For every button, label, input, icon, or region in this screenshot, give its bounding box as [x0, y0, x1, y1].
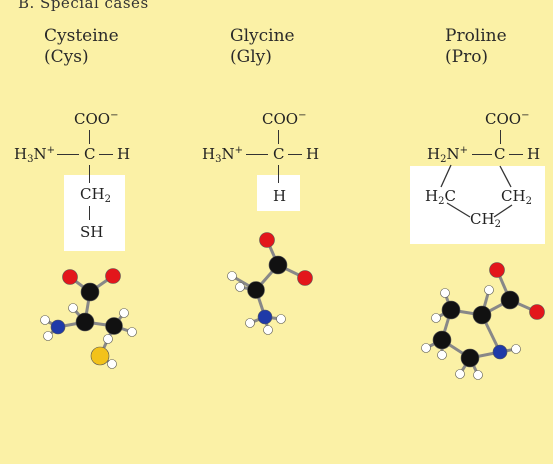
- proline-bond-amine: [472, 154, 492, 156]
- proline-atoms: [421, 262, 545, 380]
- hydrogen-atom: [40, 315, 50, 325]
- cysteine-carboxyl: COO−: [74, 110, 119, 128]
- glycine-name: Glycine: [230, 26, 295, 46]
- cysteine-bond-carboxyl: [89, 130, 91, 144]
- section-header: B. Special cases: [18, 0, 149, 12]
- cysteine-sh: SH: [80, 223, 104, 241]
- proline-name: Proline: [445, 26, 507, 46]
- proline-alpha-h: H: [527, 145, 541, 163]
- hydrogen-atom: [276, 314, 286, 324]
- hydrogen-atom: [263, 325, 273, 335]
- cysteine-alpha-h: H: [117, 145, 131, 163]
- carbon-atom: [247, 281, 265, 299]
- hydrogen-atom: [235, 282, 245, 292]
- cysteine-title: Cysteine (Cys): [44, 26, 119, 68]
- glycine-bond-side: [278, 165, 280, 183]
- carbon-atom: [441, 300, 461, 320]
- carbon-atom: [472, 305, 492, 325]
- proline-title: Proline (Pro): [445, 26, 507, 68]
- proline-ring-ch2-bottom: CH2: [470, 210, 501, 230]
- hydrogen-atom: [431, 313, 441, 323]
- proline-ring-box: [410, 166, 545, 244]
- cysteine-bond-amine: [57, 154, 79, 156]
- glycine-title: Glycine (Gly): [230, 26, 295, 68]
- oxygen-atom: [489, 262, 505, 278]
- oxygen-atom: [105, 268, 121, 284]
- hydrogen-atom: [421, 343, 431, 353]
- hydrogen-atom: [227, 271, 237, 281]
- carbon-atom: [105, 317, 123, 335]
- proline-alpha-c: C: [494, 145, 506, 163]
- glycine-atoms: [227, 232, 313, 335]
- cysteine-bond-sh: [89, 206, 91, 220]
- hydrogen-atom: [437, 350, 447, 360]
- hydrogen-atom: [484, 285, 494, 295]
- oxygen-atom: [62, 269, 78, 285]
- nitrogen-atom: [50, 319, 66, 335]
- glycine-carboxyl: COO−: [262, 110, 307, 128]
- cysteine-ch2: CH2: [80, 185, 111, 205]
- oxygen-atom: [259, 232, 275, 248]
- glycine-alpha-h: H: [306, 145, 320, 163]
- hydrogen-atom: [511, 344, 521, 354]
- cysteine-abbr: (Cys): [44, 47, 89, 67]
- hydrogen-atom: [127, 327, 137, 337]
- hydrogen-atom: [440, 288, 450, 298]
- hydrogen-atom: [473, 370, 483, 380]
- proline-abbr: (Pro): [445, 47, 489, 67]
- glycine-side-h: H: [273, 187, 287, 205]
- cysteine-name: Cysteine: [44, 26, 119, 46]
- hydrogen-atom: [455, 369, 465, 379]
- cysteine-bond-h: [99, 154, 113, 156]
- hydrogen-atom: [103, 334, 113, 344]
- hydrogen-atom: [245, 318, 255, 328]
- glycine-alpha-c: C: [273, 145, 285, 163]
- glycine-bond-amine: [246, 154, 268, 156]
- proline-amine: H2N+: [427, 145, 468, 165]
- hydrogen-atom: [107, 359, 117, 369]
- hydrogen-atom: [119, 308, 129, 318]
- sulfur-atom: [90, 346, 110, 366]
- proline-ring-ch2-right: CH2: [501, 187, 532, 207]
- hydrogen-atom: [68, 303, 78, 313]
- proline-bond-carboxyl: [500, 130, 502, 144]
- cysteine-atoms: [40, 268, 137, 369]
- proline-ring-h2c: H2C: [425, 187, 456, 207]
- cysteine-amine: H3N+: [14, 145, 55, 165]
- proline-bond-h: [509, 154, 523, 156]
- cysteine-alpha-c: C: [84, 145, 96, 163]
- carbon-atom: [432, 330, 452, 350]
- carbon-atom: [500, 290, 520, 310]
- carbon-atom: [75, 312, 95, 332]
- carbon-atom: [268, 255, 288, 275]
- glycine-abbr: (Gly): [230, 47, 272, 67]
- carbon-atom: [80, 282, 100, 302]
- cysteine-bond-side: [89, 165, 91, 183]
- cysteine-sidechain-box: [64, 175, 125, 251]
- carbon-atom: [460, 348, 480, 368]
- proline-carboxyl: COO−: [485, 110, 530, 128]
- oxygen-atom: [297, 270, 313, 286]
- hydrogen-atom: [43, 331, 53, 341]
- nitrogen-atom: [492, 344, 508, 360]
- glycine-bond-h: [288, 154, 302, 156]
- glycine-amine: H3N+: [202, 145, 243, 165]
- glycine-bond-carboxyl: [278, 130, 280, 144]
- nitrogen-atom: [257, 309, 273, 325]
- oxygen-atom: [529, 304, 545, 320]
